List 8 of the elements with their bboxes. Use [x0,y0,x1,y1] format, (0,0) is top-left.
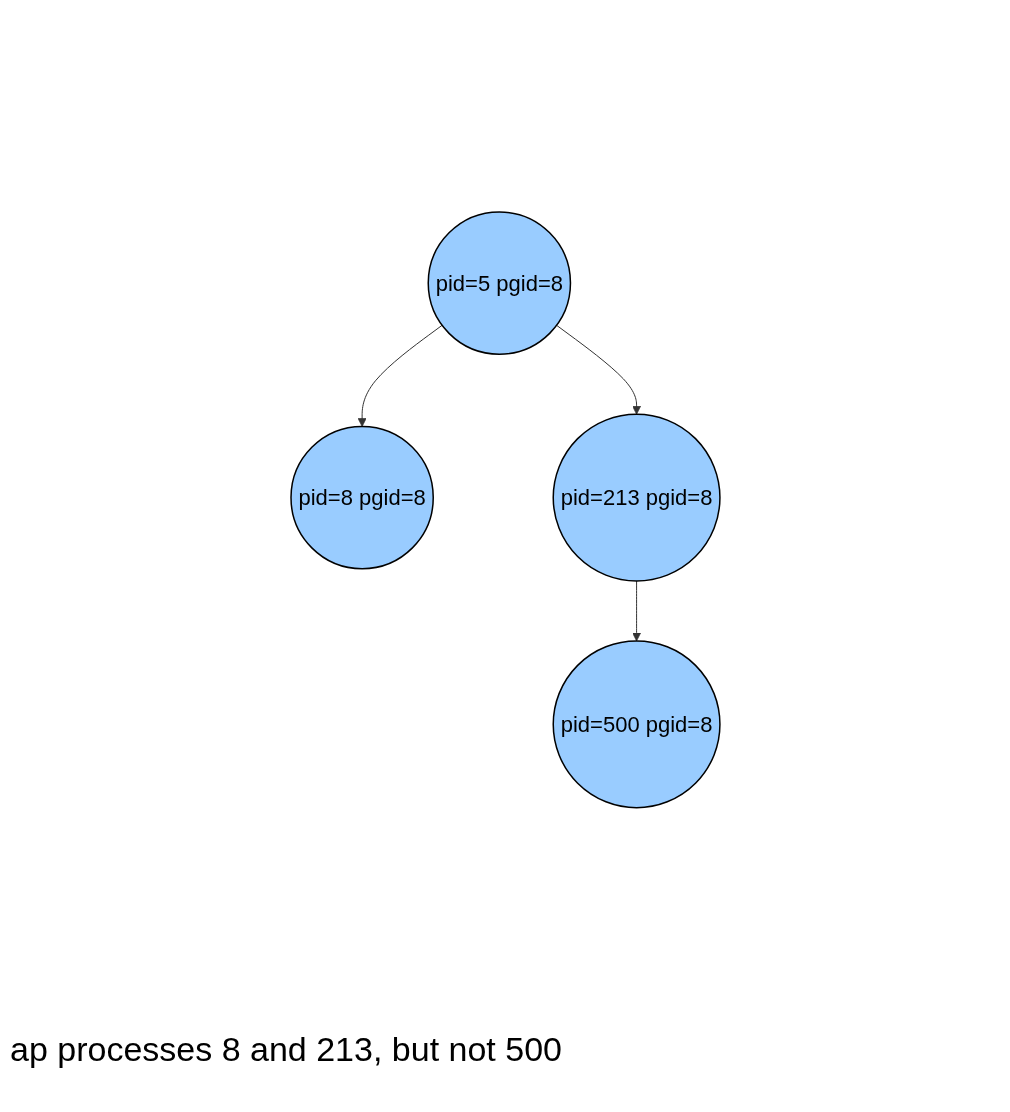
arrow [357,324,443,428]
note-text: ap processes 8 and 213, but not 500 [10,1030,563,1069]
node-circle: pid=500 pgid=8 [552,640,721,809]
node-circle: pid=8 pgid=8 [289,425,434,570]
arrow [631,580,641,642]
node-circle: pid=213 pgid=8 [552,413,721,582]
node-circle: pid=5 pgid=8 [427,211,571,356]
arrow [555,324,641,415]
